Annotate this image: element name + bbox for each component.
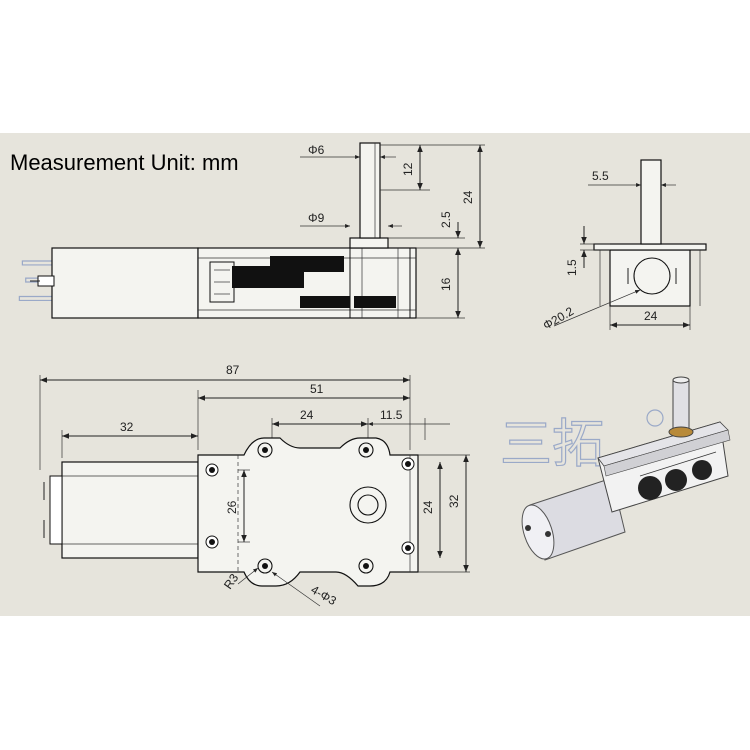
dim-shaft-offset: 11.5 [380, 408, 403, 422]
end-shaft [640, 159, 662, 245]
dim-hub-height: 2.5 [439, 211, 453, 228]
gear-2 [270, 256, 344, 272]
illustration-registered-icon [646, 409, 664, 427]
end-view: 5.5 1.5 Φ20.2 24 [541, 159, 707, 333]
dim-shaft-diameter: Φ6 [308, 143, 325, 157]
dim-hole-spacing: 24 [300, 408, 314, 422]
illustration-gear-1 [638, 476, 662, 500]
top-output-shaft [357, 494, 379, 516]
dim-holes: 4-Φ3 [309, 582, 340, 608]
dim-shaft-length: 12 [401, 162, 415, 176]
gear-3 [300, 296, 350, 308]
dim-body-height: 16 [439, 277, 453, 291]
illustration-gear-3 [692, 460, 712, 480]
end-motor-circle [633, 257, 671, 295]
dim-total-height: 24 [461, 190, 475, 204]
dim-gearbox-length: 51 [310, 382, 324, 396]
illustration-watermark: 三拓 [500, 415, 604, 475]
dim-hub-diameter: Φ9 [308, 211, 325, 225]
dim-end-flange: 1.5 [565, 259, 579, 276]
technical-drawing: 三拓 R Φ6 Φ9 [15, 142, 731, 608]
dim-end-shaft-offset: 5.5 [592, 169, 609, 183]
illustration-gear-2 [665, 469, 687, 491]
dim-radius: R3 [221, 571, 241, 592]
side-view: 三拓 R Φ6 Φ9 [15, 142, 485, 319]
side-shaft [359, 142, 381, 239]
illustration-hub [668, 426, 694, 438]
side-hub [349, 237, 389, 249]
side-motor-body [51, 247, 199, 319]
dim-end-motor-diameter: Φ20.2 [541, 304, 577, 333]
dim-hole-pitch: 26 [225, 500, 239, 514]
top-motor-endcap [49, 475, 63, 545]
dim-overall-length: 87 [226, 363, 240, 377]
dim-end-width: 24 [644, 309, 658, 323]
product-illustration: 三拓 [499, 376, 731, 561]
dim-body-width: 32 [447, 494, 461, 508]
top-view: 87 51 32 24 11.5 [39, 363, 470, 608]
gear-4 [354, 296, 396, 308]
measurement-unit-title: Measurement Unit: mm [10, 150, 239, 175]
top-motor-body [61, 461, 199, 559]
dim-inner-width: 24 [421, 500, 435, 514]
end-flange [593, 243, 707, 251]
illustration-shaft [672, 379, 690, 431]
illustration-motor-end [521, 504, 555, 560]
side-terminal [37, 275, 55, 287]
dim-motor-length: 32 [120, 420, 134, 434]
